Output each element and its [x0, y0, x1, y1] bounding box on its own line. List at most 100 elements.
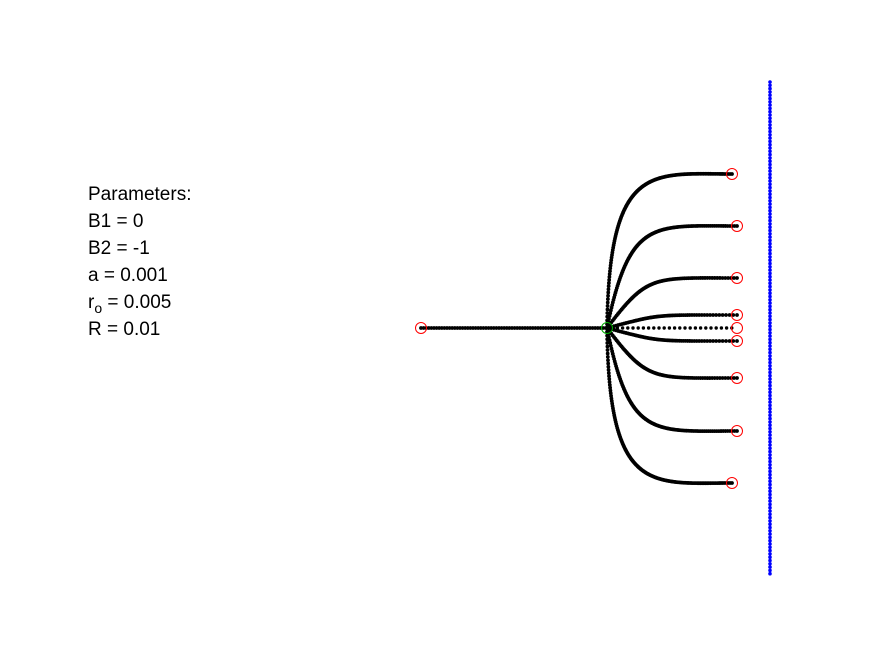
wall-point [768, 271, 772, 276]
track-point [530, 326, 535, 330]
wall-point [768, 136, 772, 140]
wall-point [768, 149, 772, 154]
wall-point [768, 571, 772, 576]
wall-point [768, 568, 772, 573]
end-endpoint-circle [731, 309, 743, 321]
wall-point [768, 562, 772, 566]
track-point [705, 339, 710, 343]
wall-point [768, 182, 772, 187]
wall-point [768, 515, 772, 520]
track-point [720, 376, 725, 380]
track-point [708, 339, 712, 343]
track-point [605, 348, 610, 352]
track-point [460, 326, 465, 330]
wall-point [768, 175, 772, 180]
track-point [605, 297, 610, 301]
param-r-o-symbol: r [88, 292, 95, 313]
track-point [698, 326, 703, 330]
wall-point [768, 199, 772, 203]
wall-point [768, 364, 772, 368]
track-point [717, 313, 722, 317]
param-r-o-subscript: o [94, 300, 103, 316]
wall-point [768, 248, 772, 253]
wall-point [768, 307, 772, 312]
wall-point [768, 439, 772, 444]
wall-point [768, 189, 772, 193]
track-point [502, 326, 507, 330]
wall-point [768, 347, 772, 352]
track-point [607, 380, 612, 384]
track-point [723, 376, 728, 380]
wall-point [768, 552, 772, 556]
wall-point [768, 113, 772, 117]
wall-point [768, 228, 772, 233]
wall-point [768, 344, 772, 348]
track-point [606, 284, 611, 288]
wall-point [768, 278, 772, 282]
parameters-heading: Parameters: [88, 184, 192, 205]
track-point [705, 313, 710, 317]
track-point [605, 333, 610, 338]
track-point [607, 374, 611, 378]
wall-point [768, 420, 772, 424]
wall-point [768, 185, 772, 190]
track-point [606, 293, 610, 298]
wall-point [768, 142, 772, 147]
wall-point [768, 284, 772, 289]
wall-point [768, 446, 772, 451]
junction-circle [601, 322, 613, 334]
wall-point [768, 245, 772, 249]
track-point [595, 326, 600, 330]
track-point [607, 314, 612, 318]
track-point [657, 326, 661, 330]
wall-point [768, 459, 772, 464]
track-point [605, 304, 610, 308]
endpoint-markers [415, 168, 743, 489]
track-point [727, 313, 732, 317]
end-endpoint-circle [731, 220, 743, 232]
wall-point [768, 218, 772, 223]
wall-point [768, 133, 772, 137]
wall-point [768, 258, 772, 263]
wall-point [768, 482, 772, 487]
wall-point [768, 261, 772, 266]
wall-point [768, 80, 772, 84]
track-point [426, 326, 431, 330]
param-b2: B2 = -1 [88, 238, 150, 259]
track-point [458, 326, 462, 330]
track-point [607, 377, 612, 381]
track-point [512, 326, 517, 330]
track-point [711, 339, 715, 343]
track-point [463, 326, 468, 330]
track-point [510, 326, 514, 330]
track-point [590, 326, 595, 330]
wall-point [768, 542, 772, 546]
track-point [606, 287, 611, 292]
wall-point [768, 288, 772, 292]
track-point [484, 326, 488, 330]
wall-point [768, 235, 772, 239]
wall-point [768, 472, 772, 477]
track-point [606, 290, 611, 295]
wall-point [768, 436, 772, 441]
wall-point [768, 195, 772, 200]
wall-point [768, 334, 772, 338]
wall-point [768, 205, 772, 210]
track-point [536, 326, 540, 330]
track-point [538, 326, 543, 330]
trajectory-tracks [419, 171, 739, 486]
track-point [564, 326, 569, 330]
track-point [717, 339, 722, 343]
track-point [528, 326, 533, 330]
wall-point [768, 360, 772, 365]
track-point [735, 313, 739, 317]
track-point [439, 326, 444, 330]
track-point [605, 329, 609, 334]
wall-point [768, 321, 772, 325]
wall-point [768, 469, 772, 474]
track-point [452, 326, 457, 330]
track-point [421, 326, 426, 330]
track-point [719, 326, 724, 330]
track-point [523, 326, 527, 330]
wall-point [768, 139, 772, 144]
